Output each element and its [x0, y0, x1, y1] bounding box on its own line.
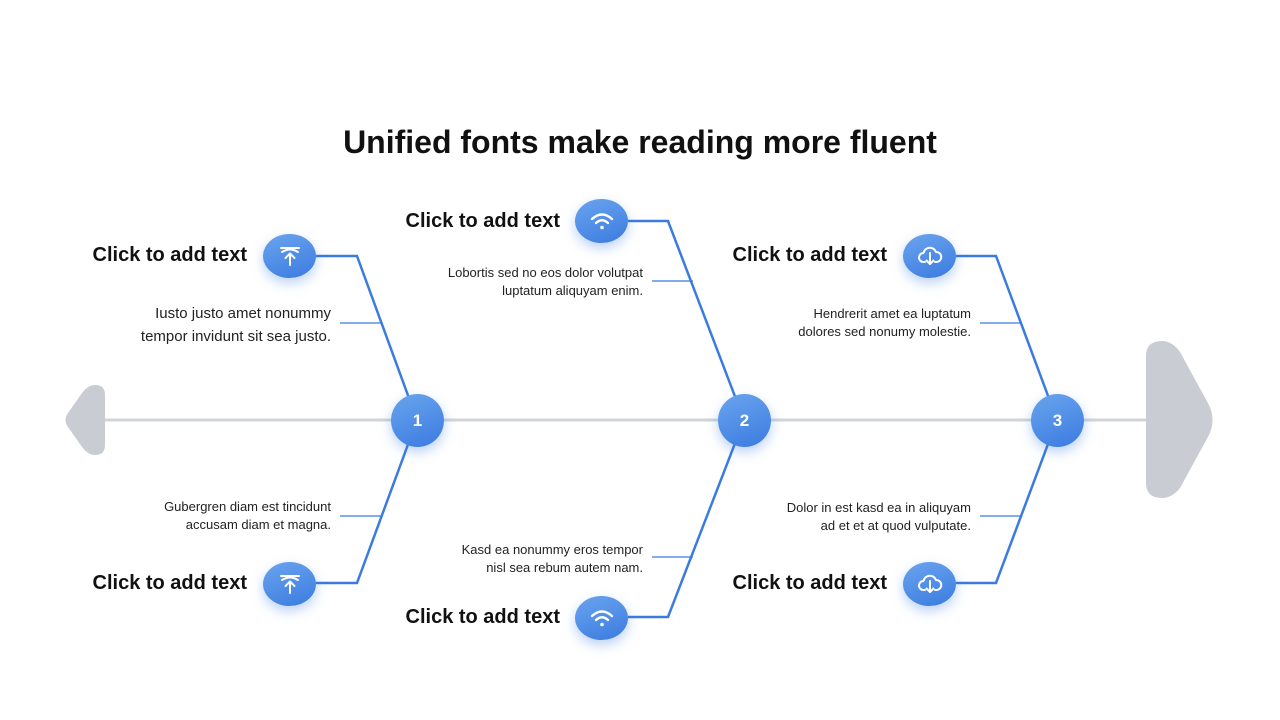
branch-line-top-2 — [628, 219, 746, 421]
heading-bottom-2: Click to add text — [405, 606, 560, 628]
upload-icon — [263, 234, 316, 278]
description-bottom-1: Gubergren diam est tincidunt accusam dia… — [164, 498, 331, 534]
branch-line-top-1 — [316, 254, 419, 421]
description-line: accusam diam et magna. — [185, 517, 331, 532]
description-bottom-2: Kasd ea nonummy eros tempor nisl sea reb… — [462, 541, 643, 577]
node-2: 2 — [718, 394, 771, 447]
tail-arrow — [65, 385, 105, 455]
branch-line-bottom-1 — [316, 419, 419, 585]
description-top-2: Lobortis sed no eos dolor volutpat lupta… — [448, 264, 643, 300]
description-line: ad et et at quod vulputate. — [820, 518, 971, 533]
description-line: nisl sea rebum autem nam. — [486, 560, 643, 575]
heading-top-3: Click to add text — [732, 244, 887, 266]
branch-line-bottom-2 — [628, 419, 746, 619]
wifi-icon — [575, 199, 628, 243]
description-line: dolores sed nonumy molestie. — [798, 324, 971, 339]
heading-bottom-3: Click to add text — [732, 572, 887, 594]
description-line: luptatum aliquyam enim. — [502, 283, 643, 298]
branch-line-bottom-3 — [956, 419, 1059, 585]
description-top-3: Hendrerit amet ea luptatum dolores sed n… — [798, 305, 971, 341]
description-top-1: Iusto justo amet nonummy tempor invidunt… — [141, 302, 331, 348]
head-arrow — [1146, 341, 1213, 498]
diagram-title: Unified fonts make reading more fluent — [343, 124, 937, 160]
heading-top-1: Click to add text — [92, 244, 247, 266]
node-1: 1 — [391, 394, 444, 447]
description-line: Hendrerit amet ea luptatum — [813, 306, 971, 321]
upload-icon — [263, 562, 316, 606]
cloud-download-icon — [903, 234, 956, 278]
description-line: Kasd ea nonummy eros tempor — [461, 542, 643, 557]
description-line: tempor invidunt sit sea justo. — [140, 328, 331, 345]
heading-bottom-1: Click to add text — [92, 572, 247, 594]
node-3: 3 — [1031, 394, 1084, 447]
description-line: Gubergren diam est tincidunt — [164, 499, 331, 514]
description-bottom-3: Dolor in est kasd ea in aliquyam ad et e… — [787, 499, 971, 535]
branch-line-top-3 — [956, 254, 1059, 421]
description-line: Dolor in est kasd ea in aliquyam — [786, 500, 971, 515]
wifi-icon — [575, 596, 628, 640]
description-line: Lobortis sed no eos dolor volutpat — [447, 265, 643, 280]
heading-top-2: Click to add text — [405, 210, 560, 232]
cloud-download-icon — [903, 562, 956, 606]
description-line: Iusto justo amet nonummy — [155, 305, 331, 322]
